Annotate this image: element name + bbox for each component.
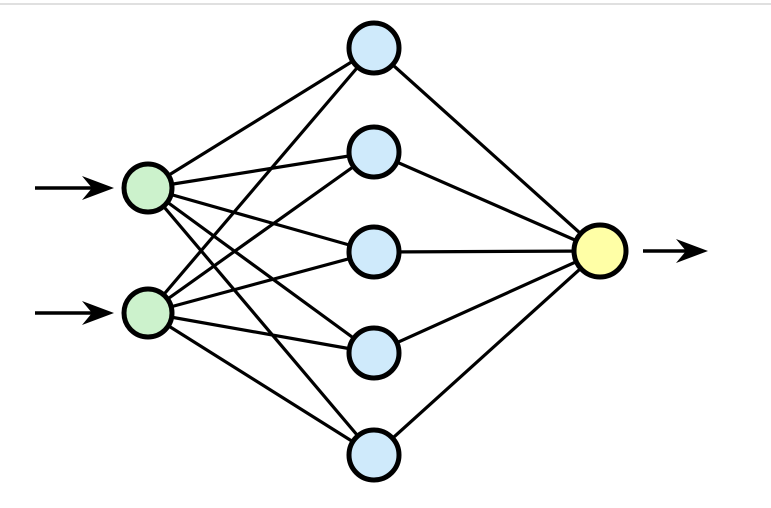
edge-hidden-to-output xyxy=(373,150,601,253)
edge-hidden-to-output xyxy=(373,249,601,355)
edge-input-to-hidden xyxy=(147,186,375,254)
output-arrow-head-icon xyxy=(676,239,708,263)
hidden-node xyxy=(346,427,402,483)
edge-input-to-hidden xyxy=(146,46,376,315)
hidden-node xyxy=(346,325,402,381)
edge-input-to-hidden xyxy=(147,250,375,315)
edge-input-to-hidden xyxy=(147,46,375,190)
edge-input-to-hidden xyxy=(147,311,375,355)
edge-input-to-hidden xyxy=(147,150,375,190)
edge-hidden-to-output xyxy=(373,249,601,254)
edge-input-to-hidden xyxy=(147,150,375,315)
edge-input-to-hidden xyxy=(147,186,375,355)
edge-hidden-to-output xyxy=(372,249,602,457)
input-arrow-2-head-icon xyxy=(82,301,114,325)
input-node xyxy=(121,286,175,340)
input-arrow-1-head-icon xyxy=(82,176,114,200)
edge-hidden-to-output xyxy=(372,46,602,253)
hidden-node xyxy=(346,20,402,76)
hidden-node xyxy=(346,224,402,280)
hidden-node xyxy=(346,124,402,180)
output-node xyxy=(571,222,629,280)
edge-input-to-hidden xyxy=(147,311,375,457)
window-top-border xyxy=(0,3,771,5)
input-node xyxy=(121,161,175,215)
edge-input-to-hidden xyxy=(146,186,376,457)
